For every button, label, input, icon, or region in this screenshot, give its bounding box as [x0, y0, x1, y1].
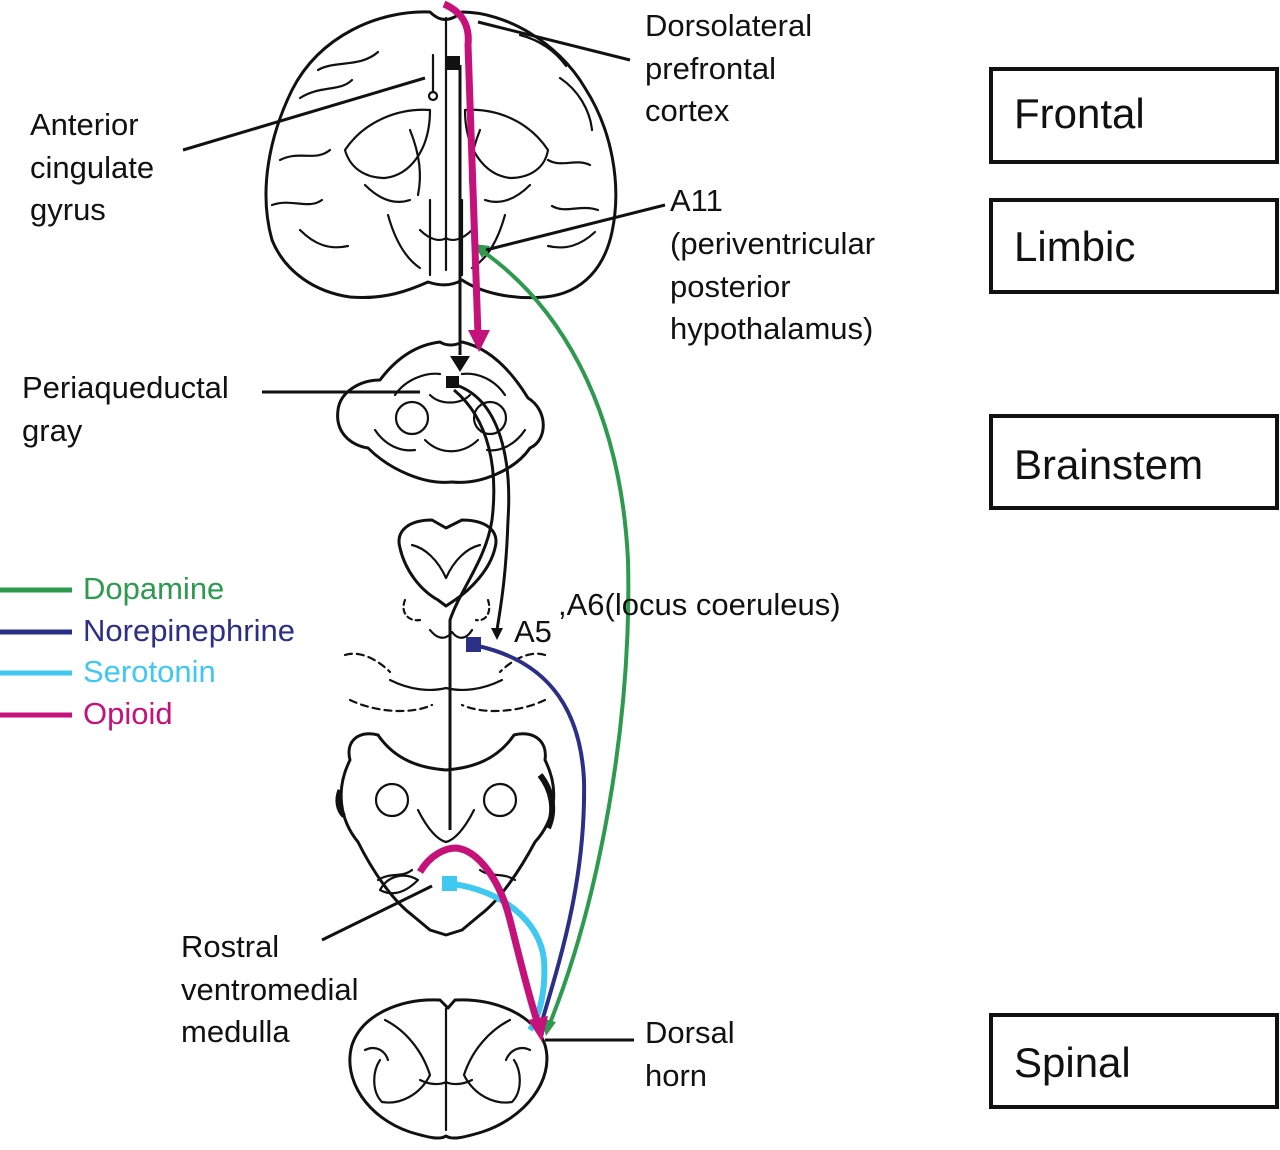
a11-line-2: (periventricular [670, 226, 875, 261]
acg-line-1: Anterior [30, 107, 139, 142]
legend-label-dopamine: Dopamine [83, 571, 224, 606]
dorsal-horn-line-2: horn [645, 1058, 707, 1093]
label-rvm: Rostral ventromedial medulla [181, 929, 358, 1049]
legend: Dopamine Norepinephrine Serotonin Opioid [0, 571, 295, 731]
label-a5-a6: A5 ,A6(locus coeruleus) [514, 587, 841, 649]
level-box-frontal: Frontal [989, 67, 1279, 164]
acg-terminal [446, 56, 460, 70]
legend-item-opioid: Opioid [0, 696, 173, 731]
dopamine-pathway [476, 246, 631, 1029]
dlpfc-line-3: cortex [645, 93, 730, 128]
a11-line-4: hypothalamus) [670, 311, 873, 346]
serotonin-terminal [442, 876, 457, 891]
opioid-pathway-rvm-horn [416, 844, 542, 1026]
acg-line-2: cingulate [30, 150, 154, 185]
midbrain-section [336, 340, 545, 484]
leader-lines [182, 20, 666, 1042]
rvm-line-2: ventromedial [181, 972, 358, 1007]
legend-item-serotonin: Serotonin [0, 654, 216, 689]
acg-line-3: gyrus [30, 192, 106, 227]
level-label-frontal: Frontal [1014, 90, 1145, 137]
pag-arrowhead-black [450, 356, 470, 372]
rvm-line-1: Rostral [181, 929, 279, 964]
level-label-brainstem: Brainstem [1014, 441, 1203, 488]
medulla-section [335, 732, 556, 937]
label-a11: A11 (periventricular posterior hypothala… [670, 183, 875, 346]
norepinephrine-terminal [466, 637, 481, 652]
pag-terminal [446, 376, 459, 388]
dlpfc-line-2: prefrontal [645, 51, 776, 86]
legend-item-dopamine: Dopamine [0, 571, 224, 606]
pag-line-1: Periaqueductal [22, 370, 229, 405]
a11-line-3: posterior [670, 269, 791, 304]
a11-line-1: A11 [670, 183, 723, 218]
dlpfc-line-1: Dorsolateral [645, 8, 812, 43]
opioid-arrowhead-horn [528, 1016, 548, 1042]
spinal-cord-section [348, 998, 549, 1140]
pag-rvm-connection [448, 388, 496, 830]
coronal-brain-section [264, 10, 618, 300]
opioid-arrowhead-pag [468, 330, 490, 352]
pons-section [343, 518, 547, 713]
label-dorsal-horn: Dorsal horn [645, 1015, 735, 1093]
pathways [416, 0, 631, 1042]
dorsal-horn-line-1: Dorsal [645, 1015, 735, 1050]
level-box-brainstem: Brainstem [989, 414, 1279, 510]
label-dlpfc: Dorsolateral prefrontal cortex [645, 8, 812, 128]
legend-label-serotonin: Serotonin [83, 654, 216, 689]
a6-arrowhead [491, 628, 503, 640]
norepinephrine-pathway [477, 644, 587, 1029]
legend-item-norepinephrine: Norepinephrine [0, 613, 295, 648]
a6-label: ,A6(locus coeruleus) [558, 587, 841, 622]
a5-label: A5 [514, 614, 552, 649]
level-box-spinal: Spinal [989, 1013, 1279, 1109]
legend-label-opioid: Opioid [83, 696, 173, 731]
pag-a6-connection [455, 383, 511, 631]
legend-label-norepinephrine: Norepinephrine [83, 613, 295, 648]
rvm-line-3: medulla [181, 1014, 290, 1049]
pag-line-2: gray [22, 413, 83, 448]
level-label-limbic: Limbic [1014, 223, 1135, 270]
label-pag: Periaqueductal gray [22, 370, 229, 448]
label-acg: Anterior cingulate gyrus [30, 107, 154, 227]
opioid-pathway-cortex-pag [442, 0, 482, 336]
level-label-spinal: Spinal [1014, 1039, 1131, 1086]
serotonin-pathway [451, 881, 548, 1032]
level-box-limbic: Limbic [989, 198, 1279, 294]
